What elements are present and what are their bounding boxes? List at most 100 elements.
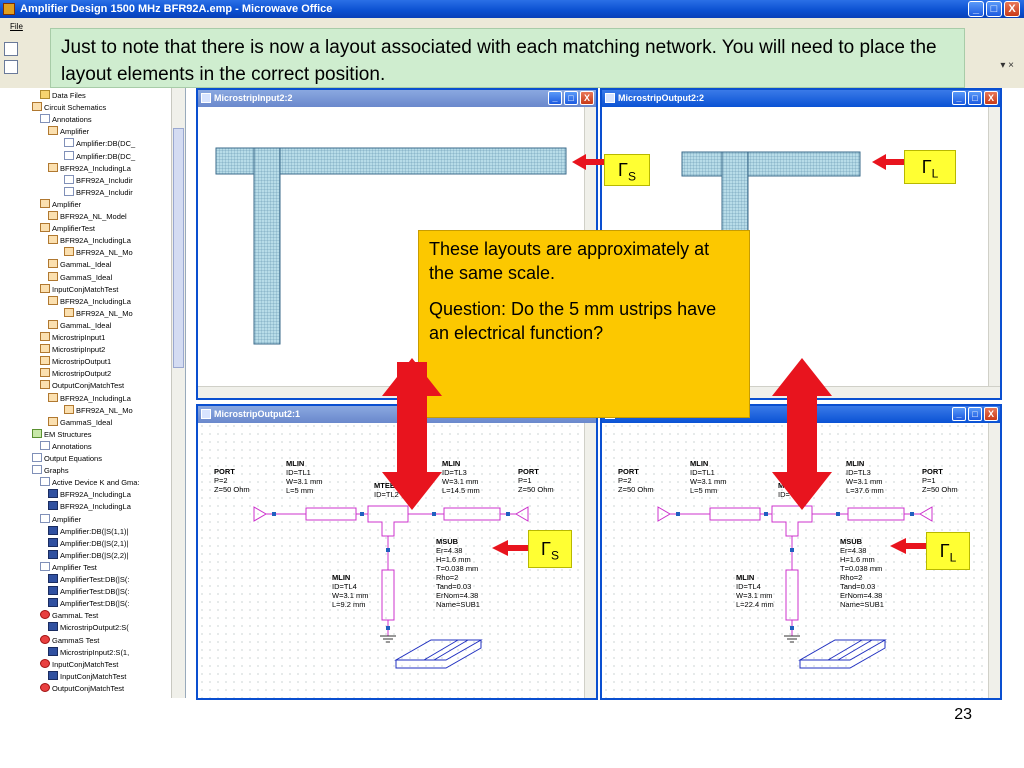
minimize-button[interactable]: _ bbox=[968, 1, 984, 17]
mlin-label: MLIN bbox=[690, 459, 708, 468]
tree-item[interactable]: Amplifier:DB(|S(2,1)| bbox=[48, 537, 129, 550]
msub-label: ErNom=4.38 bbox=[436, 591, 478, 600]
tree-item[interactable]: BFR92A_IncludingLa bbox=[48, 235, 131, 247]
new-icon[interactable] bbox=[4, 42, 18, 56]
output-schematic-close[interactable]: X bbox=[984, 407, 998, 421]
tree-item[interactable]: AmplifierTest:DB(|S(: bbox=[48, 586, 129, 598]
tree-item-label: Circuit Schematics bbox=[44, 103, 107, 113]
menu-file[interactable]: File bbox=[10, 22, 23, 31]
input-layout-titlebar[interactable]: MicrostripInput2:2 _ □ X bbox=[198, 90, 596, 107]
tree-item[interactable]: BFR92A_IncludingLa bbox=[48, 162, 131, 175]
output-layout-titlebar[interactable]: MicrostripOutput2:2 _ □ X bbox=[602, 90, 1000, 107]
tree-item[interactable]: MicrostripOutput2 bbox=[40, 368, 111, 380]
maximize-button[interactable]: □ bbox=[986, 1, 1002, 17]
tree-item[interactable]: GammaS Test bbox=[40, 634, 99, 647]
output-schematic-vscroll[interactable] bbox=[988, 423, 1000, 698]
msub-label: Tand=0.03 bbox=[840, 582, 875, 591]
tree-item[interactable]: InputConjMatchTest bbox=[40, 658, 118, 671]
tree-item[interactable]: Amplifier:DB(|S(2,2)| bbox=[48, 549, 129, 562]
tree-item[interactable]: Annotations bbox=[40, 114, 92, 126]
tree-item[interactable]: OutputConjMatchTest bbox=[40, 380, 124, 392]
tree-item[interactable]: Graphs bbox=[32, 465, 69, 477]
tree-item[interactable]: InputConjMatchTest bbox=[48, 670, 126, 683]
tree-item[interactable]: Amplifier:DB(|S(1,1)| bbox=[48, 525, 129, 538]
callout-text-2: Question: Do the 5 mm ustrips have an el… bbox=[429, 299, 717, 343]
tree-item[interactable]: BFR92A_IncludingLa bbox=[48, 501, 131, 513]
schem-icon bbox=[48, 319, 58, 329]
input-layout-maximize[interactable]: □ bbox=[564, 91, 578, 105]
msub-label: Name=SUB1 bbox=[840, 600, 884, 609]
input-layout-stub[interactable] bbox=[253, 147, 281, 345]
mdi-close-controls[interactable]: ▾ × bbox=[1000, 60, 1014, 71]
close-button[interactable]: X bbox=[1004, 1, 1020, 17]
tree-item[interactable]: Amplifier Test bbox=[40, 561, 97, 574]
tree-scroll-thumb[interactable] bbox=[173, 128, 184, 368]
tree-item[interactable]: BFR92A_IncludingLa bbox=[48, 295, 131, 308]
schem-icon bbox=[40, 356, 50, 366]
output-layout-close[interactable]: X bbox=[984, 91, 998, 105]
tree-item[interactable]: OutputConjMatchTest bbox=[40, 682, 124, 695]
tree-item[interactable]: Active Device K and Gma: bbox=[40, 477, 140, 489]
tree-item[interactable]: BFR92A_Includir bbox=[64, 186, 133, 199]
tree-item[interactable]: Data Files bbox=[40, 90, 86, 102]
output-layout-maximize[interactable]: □ bbox=[968, 91, 982, 105]
tree-item[interactable]: AmplifierTest:DB(|S(: bbox=[48, 574, 129, 586]
tree-item[interactable]: BFR92A_IncludingLa bbox=[48, 392, 131, 405]
tree-item[interactable]: Amplifier bbox=[48, 126, 89, 138]
tree-item[interactable]: GammaL_Ideal bbox=[48, 319, 111, 332]
tree-item[interactable]: GammaL_Ideal bbox=[48, 259, 111, 271]
mlin-label: W=3.1 mm bbox=[736, 591, 772, 600]
graph-icon bbox=[48, 525, 58, 535]
output-schematic-minimize[interactable]: _ bbox=[952, 407, 966, 421]
tree-item[interactable]: MicrostripInput1 bbox=[40, 332, 105, 344]
output-layout-stub[interactable] bbox=[721, 151, 749, 233]
tree-item-label: BFR92A_Includir bbox=[76, 187, 133, 197]
em-icon bbox=[32, 428, 42, 438]
tree-item[interactable]: Amplifier bbox=[40, 198, 81, 211]
tree-item[interactable]: BFR92A_NL_Mo bbox=[64, 404, 133, 417]
tree-item[interactable]: MicrostripOutput2:S( bbox=[48, 622, 129, 634]
output-layout-minimize[interactable]: _ bbox=[952, 91, 966, 105]
tree-item[interactable]: BFR92A_Includir bbox=[64, 174, 133, 187]
tree-item[interactable]: BFR92A_NL_Model bbox=[48, 211, 127, 223]
mlin-label: MLIN bbox=[846, 459, 864, 468]
tree-item-label: InputConjMatchTest bbox=[52, 284, 119, 294]
gamma-s-schem-label: ΓS bbox=[528, 530, 572, 568]
output-layout-main-strip[interactable] bbox=[681, 151, 861, 177]
tree-item[interactable]: InputConjMatchTest bbox=[40, 283, 119, 296]
arrow-left-icon bbox=[572, 154, 604, 170]
tree-item[interactable]: BFR92A_IncludingLa bbox=[48, 489, 131, 501]
tree-item[interactable]: GammaL Test bbox=[40, 610, 98, 622]
tree-item[interactable]: Amplifier bbox=[40, 513, 81, 526]
output-layout-vscroll[interactable] bbox=[988, 107, 1000, 386]
node-dot bbox=[386, 626, 390, 630]
tree-item-label: BFR92A_IncludingLa bbox=[60, 296, 131, 306]
tree-item[interactable]: BFR92A_NL_Mo bbox=[64, 247, 133, 259]
input-layout-close[interactable]: X bbox=[580, 91, 594, 105]
tree-item[interactable]: Amplifier:DB(DC_ bbox=[64, 138, 135, 150]
tree-item[interactable]: GammaS_Ideal bbox=[48, 416, 112, 429]
tree-item[interactable]: Output Equations bbox=[32, 453, 102, 465]
output-schematic-maximize[interactable]: □ bbox=[968, 407, 982, 421]
input-schematic-title: MicrostripOutput2:1 bbox=[214, 409, 301, 419]
tree-item[interactable]: MicrostripOutput1 bbox=[40, 356, 111, 368]
tree-item[interactable]: Circuit Schematics bbox=[32, 102, 106, 114]
tree-item[interactable]: AmplifierTest:DB(|S(: bbox=[48, 598, 129, 610]
schem-icon bbox=[40, 283, 50, 293]
node-dot bbox=[790, 548, 794, 552]
tree-item[interactable]: MicrostripInput2:S(1, bbox=[48, 646, 129, 659]
tree-item[interactable]: Amplifier:DB(DC_ bbox=[64, 150, 135, 163]
tree-item[interactable]: EM Structures bbox=[32, 428, 92, 441]
tree-item[interactable]: Annotations bbox=[40, 440, 92, 453]
tree-item[interactable]: AmplifierTest bbox=[40, 223, 95, 235]
input-layout-minimize[interactable]: _ bbox=[548, 91, 562, 105]
msub-label: ErNom=4.38 bbox=[840, 591, 882, 600]
tree-scrollbar[interactable] bbox=[171, 88, 185, 698]
tree-item[interactable]: MicrostripInput2 bbox=[40, 344, 105, 356]
tree-item[interactable]: BFR92A_NL_Mo bbox=[64, 307, 133, 320]
open-icon[interactable] bbox=[4, 60, 18, 74]
input-schematic-vscroll[interactable] bbox=[584, 423, 596, 698]
tree-item[interactable]: GammaS_Ideal bbox=[48, 271, 112, 284]
list-icon bbox=[64, 186, 74, 196]
